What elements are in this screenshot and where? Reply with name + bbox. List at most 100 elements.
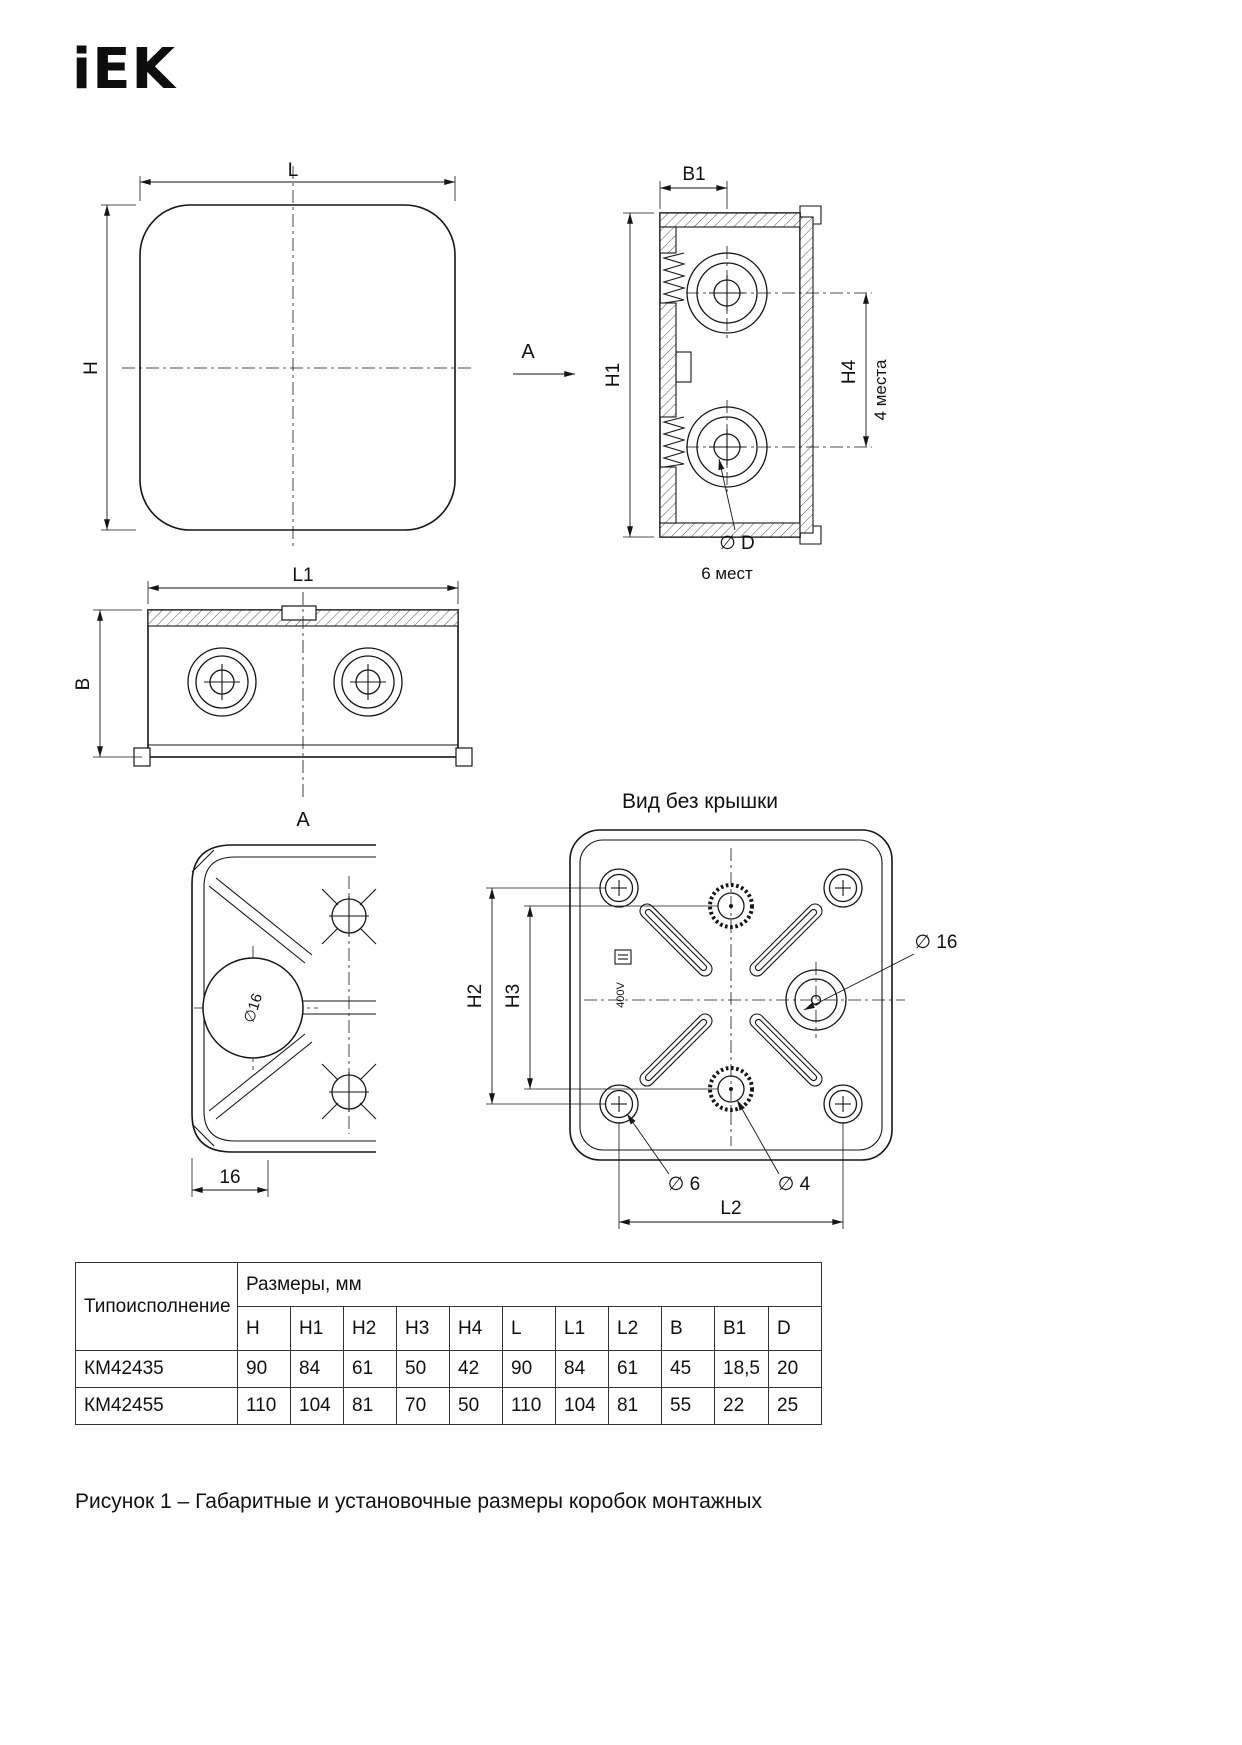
- box-section-outline: [659, 212, 801, 538]
- dim-label-l: L: [288, 160, 299, 181]
- col-header: D: [767, 1306, 823, 1351]
- dimension-B1: B1: [659, 164, 728, 209]
- marking-logo: [614, 949, 632, 965]
- dim-label-l2: L2: [720, 1198, 741, 1219]
- knockout-right: [333, 647, 403, 717]
- knockout-dia16-side: [785, 962, 847, 1038]
- left-wall-hatch: [659, 302, 677, 418]
- dim-label-l1: L1: [292, 565, 313, 586]
- cell-value: 25: [767, 1387, 823, 1425]
- view-direction-A: A: [513, 341, 575, 377]
- latch-detail: [675, 351, 692, 383]
- dimension-H3: H3: [503, 905, 718, 1090]
- col-header: H1: [290, 1306, 344, 1351]
- screw-boss-top: [329, 896, 369, 936]
- side-view-drawing: L1 B A: [73, 565, 473, 831]
- dia-d-label: ∅ D: [719, 533, 755, 554]
- knockout-bottom: [686, 406, 768, 488]
- dimension-H: H: [81, 204, 136, 531]
- cell-value: 110: [502, 1387, 556, 1425]
- col-header-type: Типоисполнение: [75, 1262, 238, 1351]
- detail-outline: [191, 844, 376, 1153]
- membrane-seal: [661, 416, 686, 468]
- marking-400v: 400V: [615, 981, 627, 1007]
- cover-section-hatch: [799, 216, 814, 534]
- dim-label-h4: H4: [839, 359, 860, 384]
- dim-label-h: H: [81, 361, 102, 375]
- cover-lip-top: [799, 205, 822, 225]
- dimensions-table: Типоисполнение Размеры, мм H H1 H2 H3 H4…: [75, 1262, 823, 1425]
- cell-type: КМ42455: [75, 1387, 238, 1425]
- rib-pattern: [191, 849, 377, 1147]
- left-wall-hatch: [659, 466, 677, 524]
- knockout-left: [187, 647, 257, 717]
- mount-slot: [749, 1013, 823, 1087]
- membrane-seal: [661, 252, 686, 304]
- box-bottom-inner-wall: [579, 839, 883, 1151]
- bottom-view-drawing: Вид без крышки: [465, 790, 958, 1229]
- cell-value: 55: [661, 1387, 715, 1425]
- dimension-L1: L1: [147, 565, 459, 604]
- dim-label-h2: H2: [465, 984, 486, 1008]
- iek-logo: iEK: [72, 42, 176, 98]
- cover-lip-bottom: [799, 525, 822, 545]
- cell-value: 104: [555, 1387, 609, 1425]
- cell-value: 81: [343, 1387, 397, 1425]
- cell-value: 50: [396, 1350, 450, 1388]
- dim-label-b1: B1: [682, 164, 705, 185]
- diameter-4-callout: ∅ 4: [736, 1099, 811, 1195]
- dimension-16: 16: [191, 1158, 269, 1197]
- cell-value: 110: [237, 1387, 291, 1425]
- corner-hole: [599, 868, 639, 908]
- cell-value: 104: [290, 1387, 344, 1425]
- dim-label-h1: H1: [603, 363, 624, 387]
- section-view-drawing: B1 H1 H4 4 места A ∅ D 6 мест: [513, 164, 890, 583]
- col-header: L1: [555, 1306, 609, 1351]
- section-label-a: A: [296, 809, 310, 831]
- cell-value: 20: [767, 1350, 823, 1388]
- figure-caption: Рисунок 1 – Габаритные и установочные ра…: [75, 1490, 763, 1513]
- diameter-D-callout: ∅ D 6 мест: [701, 458, 755, 583]
- cell-value: 61: [608, 1350, 662, 1388]
- dia4-label: ∅ 4: [778, 1174, 811, 1195]
- diameter-6-callout: ∅ 6: [626, 1113, 700, 1195]
- corner-hole: [599, 1084, 639, 1124]
- cover-seam-notch: [281, 605, 317, 621]
- cell-value: 70: [396, 1387, 450, 1425]
- note-4-places: 4 места: [871, 359, 890, 420]
- cell-value: 90: [502, 1350, 556, 1388]
- voltage-marking: 400V: [614, 949, 632, 1008]
- dimension-B: B: [73, 609, 142, 758]
- view-label-a: A: [521, 341, 535, 363]
- dimension-H1: H1: [603, 212, 654, 538]
- col-header: B: [661, 1306, 715, 1351]
- mount-slot: [639, 1013, 713, 1087]
- corner-hole: [823, 868, 863, 908]
- cell-value: 45: [661, 1350, 715, 1388]
- dim-label-h3: H3: [503, 984, 524, 1008]
- dia16-label: ∅ 16: [915, 932, 958, 953]
- detail-view-drawing: ∅16 16: [191, 844, 377, 1197]
- cell-value: 90: [237, 1350, 291, 1388]
- screw-boss-bottom: [329, 1072, 369, 1112]
- cell-value: 81: [608, 1387, 662, 1425]
- table-row-km42435: КМ42435 90 84 61 50 42 90 84 61 45 18,5 …: [75, 1350, 823, 1388]
- dim-label-b: B: [73, 678, 94, 691]
- diameter-16-callout: ∅ 16: [803, 932, 958, 1011]
- dimension-L: L: [139, 160, 456, 201]
- dimension-H2: H2: [465, 887, 605, 1105]
- bottom-view-title: Вид без крышки: [622, 790, 778, 813]
- col-header: H2: [343, 1306, 397, 1351]
- col-header: H4: [449, 1306, 503, 1351]
- cell-type: КМ42435: [75, 1350, 238, 1388]
- col-header: L: [502, 1306, 556, 1351]
- top-wall-hatch: [659, 212, 801, 228]
- knockout-dia16: ∅16: [202, 957, 304, 1059]
- mount-foot-right: [455, 747, 473, 767]
- left-wall-hatch: [659, 226, 677, 254]
- col-header: L2: [608, 1306, 662, 1351]
- front-view-drawing: L H: [81, 160, 473, 548]
- col-header: H3: [396, 1306, 450, 1351]
- cover-outline: [139, 204, 456, 531]
